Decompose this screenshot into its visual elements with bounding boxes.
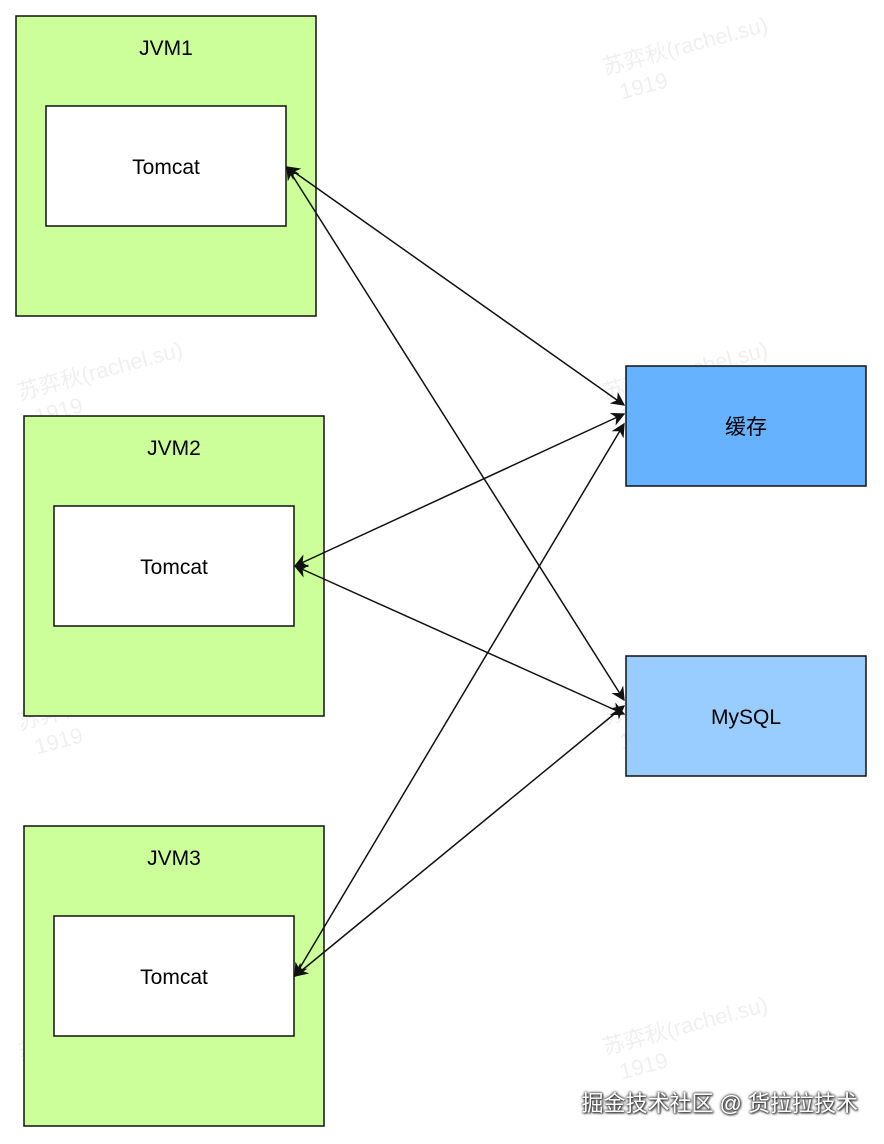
mysql-node: MySQL — [625, 655, 867, 777]
jvm1-node: JVM1 Tomcat — [15, 15, 317, 317]
footer-credit: 掘金技术社区 @ 货拉拉技术 — [581, 1091, 858, 1116]
edge-jvm3-mysql — [293, 705, 626, 977]
mysql-label: MySQL — [711, 706, 781, 729]
jvm2-tomcat-label: Tomcat — [140, 556, 208, 579]
jvm1-label: JVM1 — [139, 37, 193, 60]
jvm1-tomcat-label: Tomcat — [132, 156, 200, 179]
jvm3-node: JVM3 Tomcat — [23, 825, 325, 1127]
edge-jvm2-mysql — [293, 564, 626, 716]
jvm2-tomcat-box — [53, 505, 295, 627]
edge-jvm1-mysql — [286, 165, 625, 702]
jvm3-tomcat-box — [53, 915, 295, 1037]
watermark-text: 苏弈秋(rachel.su) — [600, 12, 771, 80]
cache-box — [625, 365, 867, 487]
edge-jvm3-cache — [294, 422, 625, 978]
edge-jvm1-cache — [285, 166, 626, 406]
jvm1-tomcat-box — [45, 105, 287, 227]
edge-jvm2-cache — [293, 412, 626, 568]
cache-label: 缓存 — [725, 416, 767, 439]
jvm2-node: JVM2 Tomcat — [23, 415, 325, 717]
mysql-box — [625, 655, 867, 777]
watermark-text: 苏弈秋(rachel.su) — [600, 992, 771, 1060]
cache-node: 缓存 — [625, 365, 867, 487]
connections — [285, 165, 626, 978]
jvm2-label: JVM2 — [147, 437, 201, 460]
jvm3-label: JVM3 — [147, 847, 201, 870]
watermark-text: 苏弈秋(rachel.su) — [15, 337, 186, 405]
jvm3-tomcat-label: Tomcat — [140, 966, 208, 989]
